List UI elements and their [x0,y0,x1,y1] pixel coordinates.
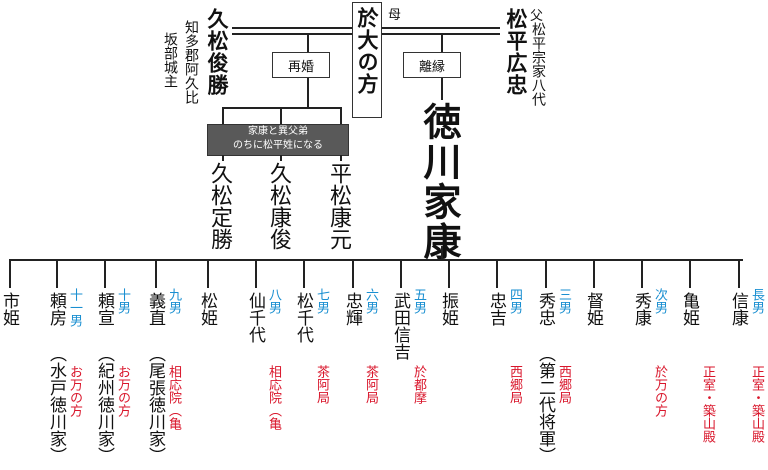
mother-name-box: 於大の方 [352,2,382,118]
half-brothers-note-line1: 家康と異父弟 [248,126,308,137]
child-name: 松姫 [197,292,217,326]
child-drop-line [104,260,106,288]
child-birth-order: 九男 [166,288,181,314]
child-name: 頼房 [46,292,66,326]
divorce-label: 離縁 [418,59,445,75]
child-mother: お万の方 [115,365,130,417]
ieyasu-name: 徳川家康 [417,102,461,262]
child-name: 仙千代 [245,292,265,343]
child-mother: お万の方 [67,365,82,417]
child-mother: 茶阿局 [314,365,329,404]
child-drop-line [545,260,547,288]
child-drop-line [641,260,643,288]
child-drop-line [303,260,305,288]
child-mother: 於都摩 [411,365,426,404]
stepfather-name: 久松俊勝 [205,8,229,96]
father-name: 松平広忠 [504,8,528,96]
half-brother-2: 平松康元 [326,162,351,250]
child-name: 忠輝 [342,292,362,326]
child-note: （紀州徳川家） [94,345,114,464]
child-drop-line [738,260,740,288]
child-mother: 正室・築山殿 [749,365,764,443]
half-brother-0: 久松定勝 [207,162,232,250]
child-birth-order: 長男 [749,288,764,314]
half-brothers-note: 家康と異父弟 のちに松平姓になる [207,124,349,156]
child-birth-order: 十一男 [67,288,82,327]
ieyasu-children-drop [441,246,443,260]
child-mother: 於万の方 [652,365,667,417]
hb-drop-3 [340,107,342,125]
child-note: （水戸徳川家） [46,345,66,464]
child-name: 振姫 [438,292,458,326]
children-bar [9,259,743,261]
father-desc: 松平宗家八代 [530,22,546,106]
child-birth-order: 十男 [115,288,130,314]
child-name: 信康 [728,292,748,326]
child-drop-line [155,260,157,288]
hb-drop-2 [280,107,282,125]
child-note: （尾張徳川家） [145,345,165,464]
child-birth-order: 次男 [652,288,667,314]
child-drop-line [496,260,498,288]
stepfather-desc-col1: 知多郡阿久比 [183,20,199,104]
child-drop-line [207,260,209,288]
hb-drop-1 [222,107,224,125]
child-name: 秀康 [631,292,651,326]
child-name: 頼宣 [94,292,114,326]
child-birth-order: 七男 [314,288,329,314]
child-birth-order: 三男 [556,288,571,314]
child-name: 忠吉 [486,292,506,326]
child-mother: 西郷局 [507,365,522,404]
child-drop-line [352,260,354,288]
father-label: 父 [530,9,544,24]
hb-stub-3 [340,155,342,161]
child-birth-order: 五男 [411,288,426,314]
child-mother: 正室・築山殿 [700,365,715,443]
stepfather-desc-col2: 坂部城主 [162,32,178,88]
child-drop-line [593,260,595,288]
child-drop-line [9,260,11,288]
half-brother-1: 久松康俊 [266,162,291,250]
child-mother: 相応院（亀 [166,365,181,430]
child-name: 市姫 [0,292,19,326]
remarriage-box: 再婚 [272,52,330,78]
hb-stub-1 [222,155,224,161]
mother-name: 於大の方 [355,7,379,95]
child-mother: 茶阿局 [363,365,378,404]
hb-stub-2 [280,155,282,161]
child-drop-line [689,260,691,288]
remarriage-label: 再婚 [287,59,314,75]
child-drop-line [56,260,58,288]
child-birth-order: 六男 [363,288,378,314]
child-name: 武田信吉 [390,292,410,360]
child-drop-line [255,260,257,288]
child-name: 亀姫 [679,292,699,326]
child-name: 松千代 [293,292,313,343]
mother-label: 母 [388,8,402,23]
child-drop-line [448,260,450,288]
child-note: （第二代将軍） [535,345,555,464]
child-birth-order: 四男 [507,288,522,314]
child-name: 秀忠 [535,292,555,326]
half-brothers-note-line2: のちに松平姓になる [233,140,323,151]
child-name: 督姫 [583,292,603,326]
child-birth-order: 八男 [266,288,281,314]
child-mother: 西郷局 [556,365,571,404]
child-drop-line [400,260,402,288]
child-mother: 相応院（亀 [266,365,281,430]
divorce-box: 離縁 [403,52,461,78]
child-name: 義直 [145,292,165,326]
half-brothers-bar [222,107,342,109]
